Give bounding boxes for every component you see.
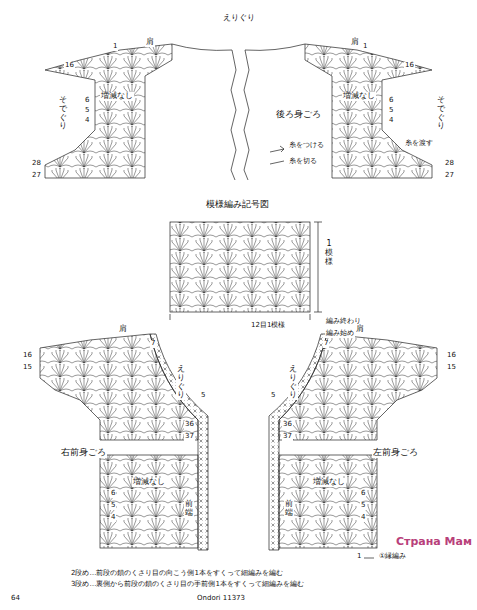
note-label: 増減なし — [342, 92, 376, 101]
part-label: 肩 — [350, 38, 360, 47]
row-number: 1 — [356, 553, 362, 561]
row-number: 6 — [388, 97, 394, 105]
row-number: 5 — [360, 502, 366, 510]
row-number: 5 — [110, 502, 116, 510]
repeat-label: 1模様 — [324, 240, 334, 266]
part-label: そでぐり — [436, 96, 446, 131]
part-label: 肩 — [145, 38, 155, 47]
row-number: 6 — [360, 490, 366, 498]
part-label: えりぐり — [222, 14, 256, 23]
row-number: 37 — [282, 433, 293, 441]
row-number: 16 — [64, 62, 75, 70]
row-number: 36 — [282, 421, 293, 429]
row-number: 16 — [22, 352, 33, 360]
row-number: 1 — [112, 43, 118, 51]
note-label: 糸を渡す — [404, 140, 434, 148]
chart-title: 模様編み記号図 — [205, 200, 270, 210]
row-number: 27 — [31, 172, 42, 180]
instruction-note: 3段め…裏側から前段の鎖のくさり目の手前側1本をすくって細編みを編む — [70, 581, 305, 589]
row-number: 4 — [110, 514, 116, 522]
row-number: 36 — [184, 421, 195, 429]
row-number: 37 — [184, 433, 195, 441]
part-label: えりぐり — [176, 365, 186, 400]
row-number: 1 — [362, 43, 368, 51]
note-label: 糸をつける — [288, 142, 325, 150]
note-label: 増減なし — [132, 478, 166, 487]
part-label: そでぐり — [58, 96, 68, 131]
note-label: ①縁編み — [378, 553, 407, 561]
row-number: 27 — [444, 172, 455, 180]
row-number: 6 — [110, 490, 116, 498]
row-number: 5 — [84, 107, 90, 115]
row-number: 4 — [388, 117, 394, 125]
row-number: 7 — [323, 340, 329, 348]
repeat-label: 12目1模様 — [250, 322, 286, 330]
part-name: 左前身ごろ — [372, 448, 419, 458]
part-label: 肩 — [118, 325, 128, 334]
page-number: 64 — [10, 595, 21, 603]
row-number: 4 — [84, 117, 90, 125]
part-label: えりぐり — [288, 365, 298, 400]
note-label: 糸を切る — [288, 158, 318, 166]
row-number: 28 — [31, 160, 42, 168]
part-name: 後ろ身ごろ — [275, 110, 322, 120]
row-number: 16 — [446, 352, 457, 360]
part-name: 右前身ごろ — [60, 448, 107, 458]
row-number: 6 — [84, 97, 90, 105]
row-number: 16 — [404, 62, 415, 70]
row-number: 5 — [388, 107, 394, 115]
row-number: 7 — [150, 340, 156, 348]
note-label: 増減なし — [312, 478, 346, 487]
row-number: 15 — [446, 364, 457, 372]
row-number: 28 — [444, 160, 455, 168]
instruction-note: 2段め…前段の鎖のくさり目の向こう側1本をすくって細編みを編む — [70, 570, 284, 578]
part-label: 前端 — [184, 500, 194, 518]
row-number: 5 — [270, 392, 276, 400]
watermark: Ondori 11373 — [196, 595, 246, 603]
note-label: 増減なし — [100, 92, 134, 101]
row-number: 5 — [200, 392, 206, 400]
part-label: 前端 — [284, 500, 294, 518]
part-label: 肩 — [355, 325, 365, 334]
watermark: Страна Мам — [395, 536, 473, 548]
note-label: 編み始め — [325, 330, 355, 338]
row-number: 4 — [360, 514, 366, 522]
row-number: 15 — [22, 364, 33, 372]
